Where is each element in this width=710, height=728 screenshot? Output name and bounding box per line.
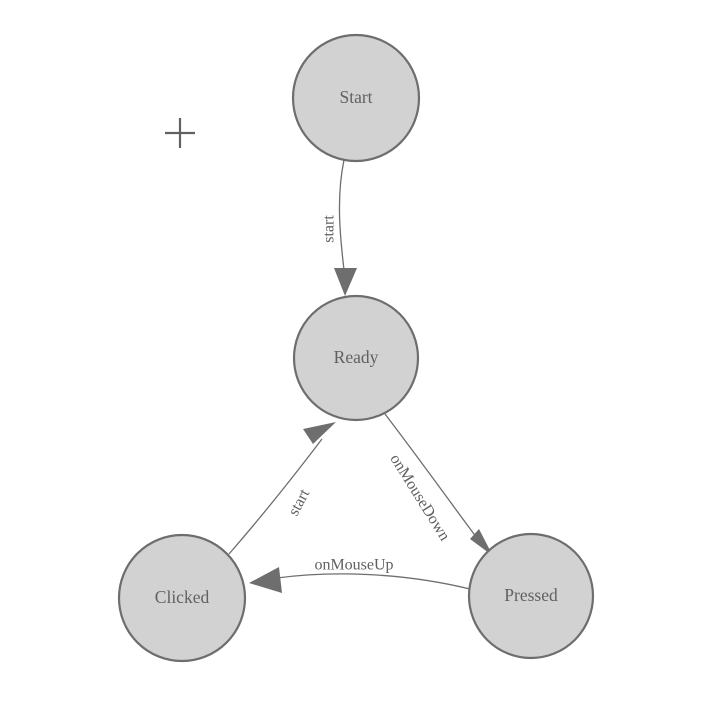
edge-start-to-ready[interactable] [334, 159, 357, 296]
edge-label-start-to-ready: start [321, 215, 338, 243]
edge-line [384, 413, 481, 543]
edge-clicked-to-ready[interactable] [228, 422, 336, 555]
state-node-label: Clicked [155, 587, 210, 607]
state-node-circle[interactable] [292, 294, 420, 422]
edge-line [338, 159, 346, 279]
crosshair-plus-icon [165, 118, 195, 148]
edge-label-pressed-to-clicked: onMouseUp [314, 557, 393, 574]
edge-label-ready-to-pressed: onMouseDown [386, 451, 453, 544]
state-node-circle[interactable] [117, 533, 247, 663]
edge-label-clicked-to-ready: start [285, 486, 313, 519]
edge-line [228, 438, 323, 555]
arrowhead-icon [334, 268, 357, 296]
arrowhead-icon [303, 422, 336, 444]
state-node-ready[interactable]: Ready [292, 294, 420, 422]
state-node-start[interactable]: Start [291, 33, 421, 163]
state-node-pressed[interactable]: Pressed [467, 532, 595, 660]
arrowhead-icon [249, 567, 282, 593]
state-node-clicked[interactable]: Clicked [117, 533, 247, 663]
state-node-circle[interactable] [467, 532, 595, 660]
state-node-label: Start [339, 87, 372, 107]
edge-line [276, 573, 471, 590]
edge-ready-to-pressed[interactable] [384, 413, 493, 556]
edge-pressed-to-clicked[interactable] [249, 567, 471, 593]
state-node-label: Pressed [504, 585, 558, 605]
state-node-circle[interactable] [291, 33, 421, 163]
state-node-label: Ready [334, 347, 379, 367]
arrowhead-icon [470, 529, 493, 556]
